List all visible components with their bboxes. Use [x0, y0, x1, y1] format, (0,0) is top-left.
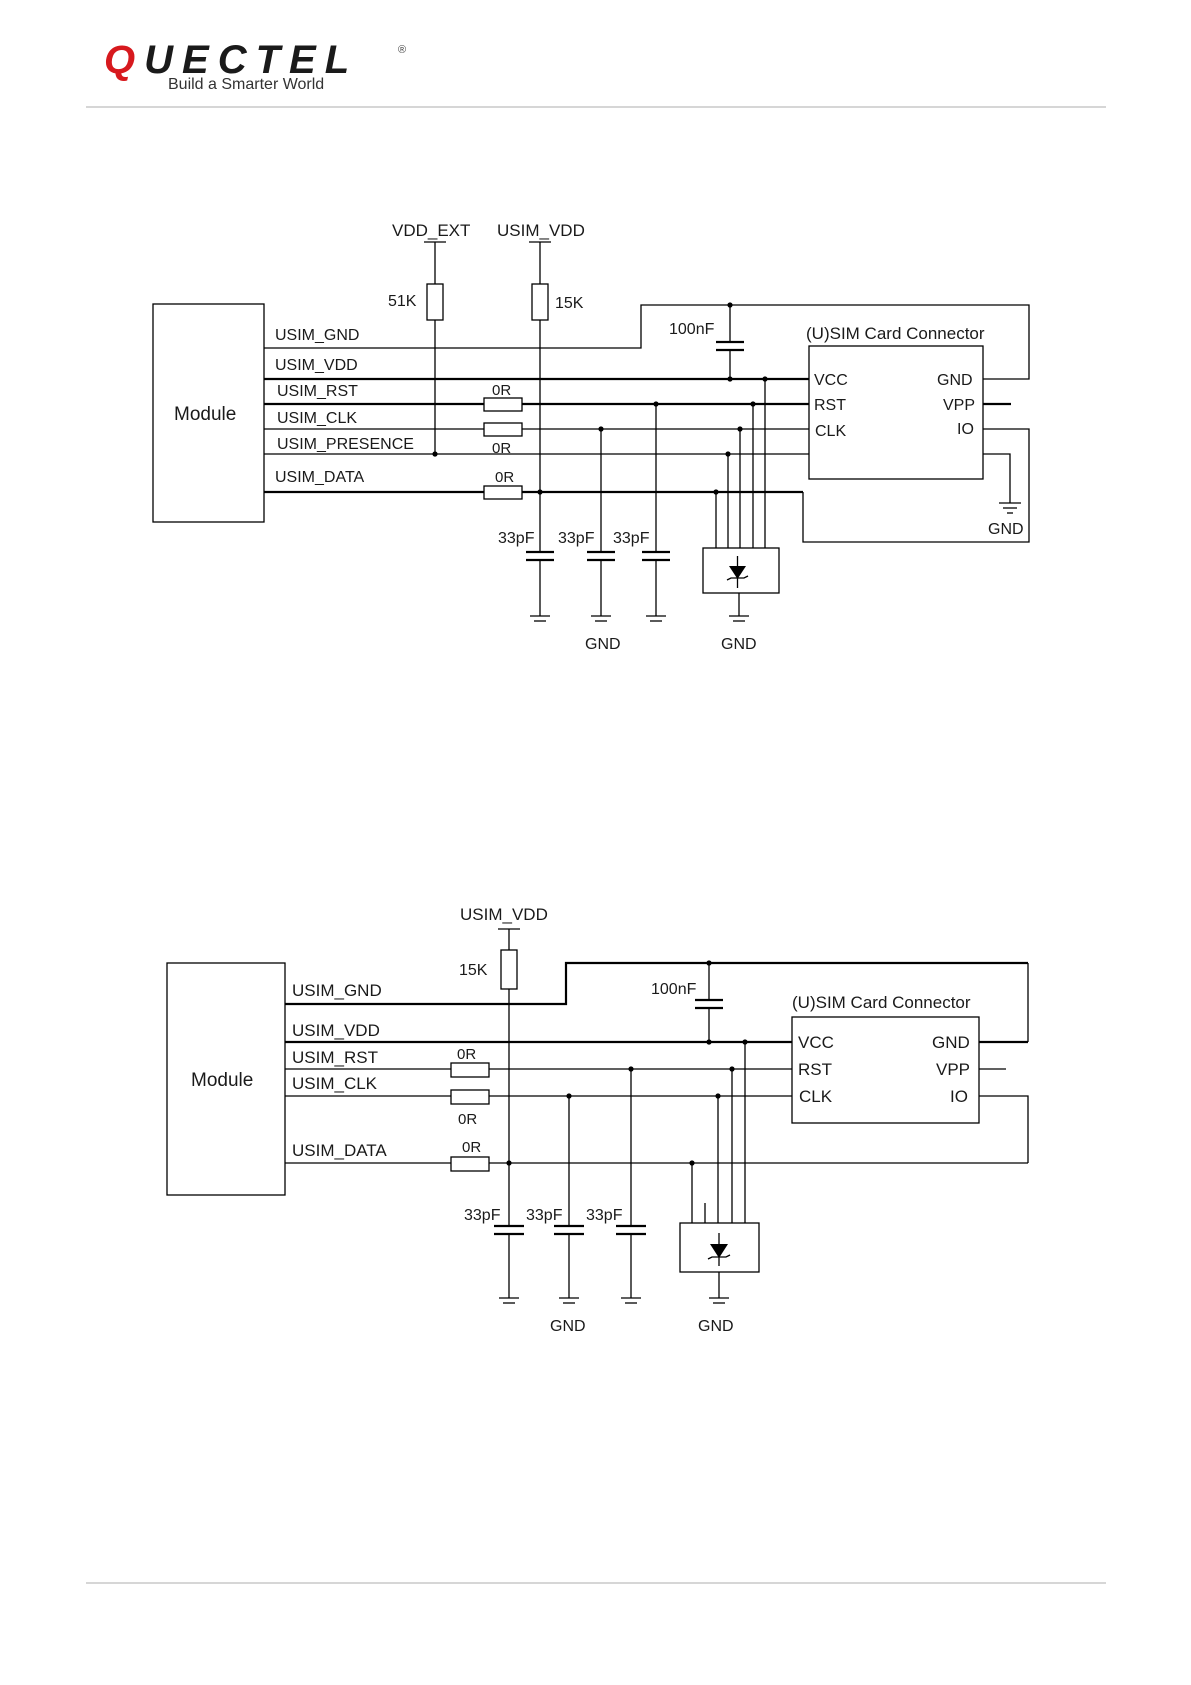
pin-vcc-2: VCC	[798, 1033, 834, 1052]
cap-33pf-1-2: 33pF	[464, 1207, 501, 1224]
pin-io-2: IO	[950, 1087, 968, 1106]
gnd-label-tvs-2: GND	[698, 1318, 734, 1335]
pin-io: IO	[957, 421, 974, 438]
module-block	[152, 303, 265, 523]
connector-title-2: (U)SIM Card Connector	[792, 993, 971, 1012]
pin-rst-2: RST	[798, 1060, 832, 1079]
registered-mark: ®	[398, 44, 407, 56]
pin-clk-2: CLK	[799, 1087, 833, 1106]
logo-wordmark: QUECTEL	[104, 38, 359, 82]
cap-33pf-1: 33pF	[498, 530, 535, 547]
usim-vdd-supply-label: USIM_VDD	[497, 221, 585, 240]
module-label: Module	[174, 404, 236, 425]
usim-vdd-supply-label-2: USIM_VDD	[460, 905, 548, 924]
r-data-label-2: 0R	[462, 1139, 481, 1156]
cap-33pf-2-2: 33pF	[526, 1207, 563, 1224]
cap-100nf-label-2: 100nF	[651, 981, 697, 998]
footer-rule	[86, 1582, 1106, 1584]
signal-usim-vdd-2: USIM_VDD	[292, 1021, 380, 1040]
r-clk-label: 0R	[492, 440, 511, 457]
pin-gnd-2: GND	[932, 1033, 970, 1052]
pin-vpp: VPP	[943, 397, 975, 414]
pin-gnd: GND	[937, 372, 973, 389]
cap-33pf-2: 33pF	[558, 530, 595, 547]
signal-usim-clk-2: USIM_CLK	[292, 1074, 378, 1093]
r-rst-label-2: 0R	[457, 1046, 476, 1063]
series-resistor-rst-2	[450, 1062, 490, 1078]
gnd-label-caps: GND	[585, 636, 621, 653]
usim-reference-circuit-with-detect: Module VDD_EXT USIM_VDD 51K 15K USIM_GND…	[152, 221, 1030, 653]
gnd-label-tvs: GND	[721, 636, 757, 653]
gnd-label-caps-2: GND	[550, 1318, 586, 1335]
pin-clk: CLK	[815, 423, 846, 440]
signal-usim-presence: USIM_PRESENCE	[277, 436, 414, 453]
series-resistor-data	[483, 485, 523, 500]
connector-title: (U)SIM Card Connector	[806, 324, 985, 343]
r-rst-label: 0R	[492, 382, 511, 399]
series-resistor-rst	[483, 397, 523, 412]
cap-33pf-3: 33pF	[613, 530, 650, 547]
filter-caps	[526, 404, 670, 622]
sim-card-connector-2	[791, 1016, 980, 1124]
pin-rst: RST	[814, 397, 846, 414]
r-data-label: 0R	[495, 469, 514, 486]
signal-usim-vdd: USIM_VDD	[275, 357, 358, 374]
cap-100nf-label: 100nF	[669, 321, 715, 338]
signal-usim-gnd: USIM_GND	[275, 327, 359, 344]
cap-33pf-3-2: 33pF	[586, 1207, 623, 1224]
module-label-2: Module	[191, 1070, 253, 1091]
pin-vpp-2: VPP	[936, 1060, 970, 1079]
pin-vcc: VCC	[814, 372, 848, 389]
signal-usim-rst-2: USIM_RST	[292, 1048, 378, 1067]
usim-reference-circuit-no-detect: Module USIM_VDD 15K USIM_GND 100nF USIM_…	[166, 905, 1029, 1335]
series-resistor-clk-2	[450, 1089, 490, 1105]
r-51k-label: 51K	[388, 293, 417, 310]
quectel-logo: QUECTEL ® Build a Smarter World	[104, 40, 434, 100]
r-15k-label: 15K	[555, 295, 584, 312]
signal-usim-data-2: USIM_DATA	[292, 1141, 387, 1160]
r-15k-label-2: 15K	[459, 962, 488, 979]
header-rule	[86, 106, 1106, 108]
vdd-ext-label: VDD_EXT	[392, 221, 470, 240]
signal-usim-rst: USIM_RST	[277, 383, 358, 400]
pullup-resistor-51k	[426, 283, 444, 321]
tvs-diode-array	[702, 379, 780, 622]
tvs-diode-array-2	[679, 1042, 760, 1304]
filter-caps-2	[494, 1069, 646, 1304]
pullup-resistor-15k	[531, 283, 549, 321]
logo-tagline: Build a Smarter World	[168, 76, 325, 93]
signal-usim-clk: USIM_CLK	[277, 410, 357, 427]
pullup-resistor-15k-2	[500, 949, 518, 990]
series-resistor-clk	[483, 422, 523, 437]
r-clk-label-2: 0R	[458, 1111, 477, 1128]
gnd-label-switch: GND	[988, 521, 1024, 538]
signal-usim-gnd-2: USIM_GND	[292, 981, 382, 1000]
sim-card-connector	[808, 345, 984, 480]
series-resistor-data-2	[450, 1156, 490, 1172]
module-block-2	[166, 962, 286, 1196]
signal-usim-data: USIM_DATA	[275, 469, 365, 486]
